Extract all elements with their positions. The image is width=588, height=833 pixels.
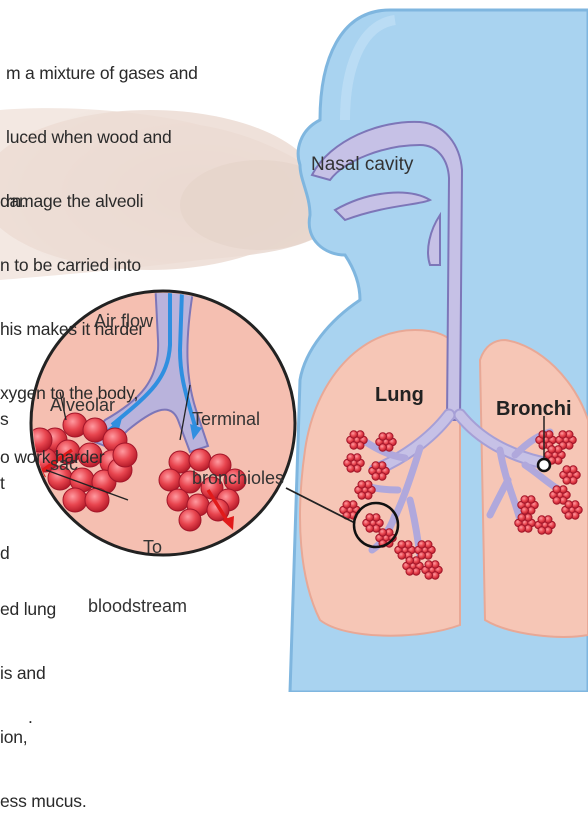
text-line: is and [0, 663, 87, 684]
alveolus [398, 552, 406, 560]
text-line: . [28, 707, 37, 728]
alveoli-cluster [355, 481, 376, 500]
alveolus [406, 557, 414, 565]
bronchi-pointer-dot [538, 459, 550, 471]
alveoli-cluster [518, 496, 539, 515]
alveolus [372, 462, 380, 470]
alveolus [518, 514, 526, 522]
text-line: m a mixture of gases and [6, 63, 198, 84]
text-fragment-5: ed lung is and ion, ess mucus. [0, 556, 87, 833]
alveolus [343, 501, 351, 509]
text-line: ed lung [0, 599, 87, 620]
label-line: bloodstream [88, 597, 187, 617]
alveoli-cluster [344, 454, 365, 473]
label-line: To [88, 538, 187, 558]
alveolus [379, 529, 387, 537]
alveolus [553, 486, 561, 494]
text-line: luced when wood and [6, 127, 198, 148]
label-line: Alveolar [50, 396, 115, 416]
alveolus [372, 473, 380, 481]
alveoli-cluster [347, 431, 368, 450]
alveolus [553, 497, 561, 505]
alveolus [538, 516, 546, 524]
alveolus [565, 512, 573, 520]
alveoli-cluster [535, 516, 556, 535]
alveoli-cluster [376, 433, 397, 452]
alveoli-cluster [369, 462, 390, 481]
alveoli-cluster [562, 501, 583, 520]
text-line: damage the alveoli [0, 191, 144, 212]
text-line: s [0, 409, 9, 430]
alveolus [425, 561, 433, 569]
alveolus [406, 568, 414, 576]
alveolus [539, 442, 547, 450]
alveolus [521, 496, 529, 504]
alveolus [350, 431, 358, 439]
alveolus [559, 431, 567, 439]
alveolus [347, 454, 355, 462]
alveoli-cluster [560, 466, 581, 485]
label-terminal-bronchioles: Terminal bronchioles [192, 370, 284, 509]
label-bronchi: Bronchi [496, 398, 572, 420]
alveolus [521, 507, 529, 515]
text-fragment-6: . [28, 664, 37, 749]
alveolus [358, 492, 366, 500]
label-alveolar-sac: Alveolar sac [50, 356, 115, 495]
alveolus [350, 442, 358, 450]
alveolus [565, 501, 573, 509]
text-fragment-3: s t [0, 366, 9, 515]
alveolus [366, 525, 374, 533]
alveoli-cluster [515, 514, 536, 533]
alveolus [358, 481, 366, 489]
alveolus [563, 477, 571, 485]
alveolus [538, 527, 546, 535]
alveolus [398, 541, 406, 549]
alveoli-cluster [403, 557, 424, 576]
label-line: bronchioles [192, 469, 284, 489]
alveolus [418, 541, 426, 549]
label-air-flow: Air flow [94, 312, 153, 332]
alveoli-cluster [395, 541, 416, 560]
alveolus [548, 446, 556, 454]
alveoli-cluster [422, 561, 443, 580]
alveolus [539, 431, 547, 439]
alveolus [563, 466, 571, 474]
alveolus [518, 525, 526, 533]
text-line: n to be carried into [0, 255, 144, 276]
label-nasal-cavity: Nasal cavity [311, 155, 413, 176]
alveolus [379, 444, 387, 452]
text-line: ess mucus. [0, 791, 87, 812]
text-line: t [0, 473, 9, 494]
alveolus [425, 572, 433, 580]
alveolus [379, 433, 387, 441]
alveolus [366, 514, 374, 522]
alveoli-cluster [415, 541, 436, 560]
label-to-bloodstream: To bloodstream [88, 498, 187, 637]
alveolus [347, 465, 355, 473]
text-line: ion, [0, 727, 87, 748]
label-line: Terminal [192, 410, 284, 430]
alveolus [159, 469, 181, 491]
label-lung: Lung [375, 384, 424, 406]
label-line: sac [50, 455, 115, 475]
